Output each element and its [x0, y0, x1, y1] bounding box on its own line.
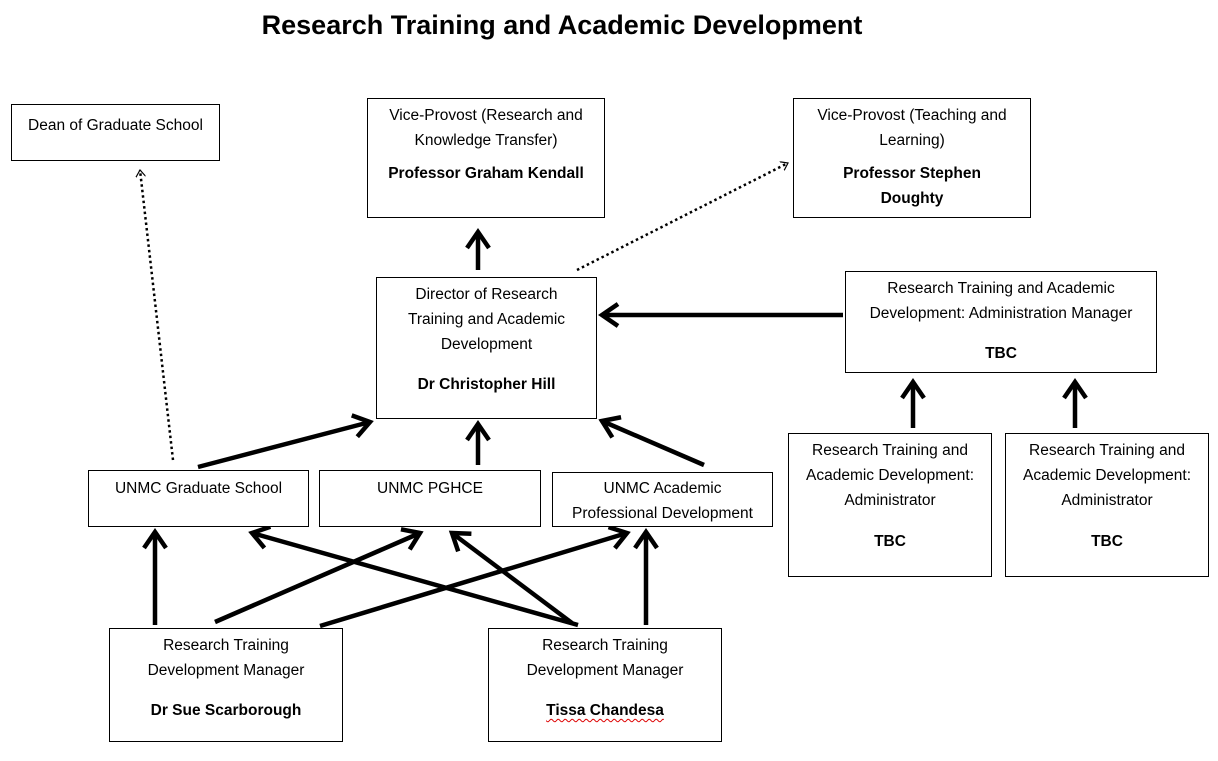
- box-director: Director of Research Training and Academ…: [376, 277, 597, 419]
- dotted-arrow-director-to-vp-teaching: [576, 163, 788, 272]
- box-vice-provost-teaching: Vice-Provost (Teaching and Learning) Pro…: [793, 98, 1031, 218]
- role-label: Research Training Development Manager: [147, 637, 305, 679]
- box-unmc-pghce: UNMC PGHCE: [319, 470, 541, 527]
- person-name: Professor Graham Kendall: [388, 165, 584, 182]
- role-label: UNMC Graduate School: [114, 480, 283, 497]
- person-name: Dr Christopher Hill: [417, 376, 556, 393]
- role-label: Dean of Graduate School: [28, 117, 203, 134]
- person-name: Dr Sue Scarborough: [150, 702, 302, 719]
- role-label: Research Training and Academic Developme…: [1023, 442, 1191, 509]
- role-label: Research Training and Academic Developme…: [869, 280, 1133, 322]
- dotted-arrow-graduate-school-to-dean: [140, 170, 175, 461]
- box-administration-manager: Research Training and Academic Developme…: [845, 271, 1157, 373]
- person-name: Professor Stephen Doughty: [843, 165, 981, 207]
- role-label: Research Training Development Manager: [526, 637, 684, 679]
- person-name: TBC: [985, 345, 1017, 362]
- chart-title: Research Training and Academic Developme…: [261, 10, 863, 40]
- arrow-rtdm2-to-pghce: [448, 530, 574, 625]
- arrow-rtdm1-to-apd: [319, 524, 631, 629]
- person-name: TBC: [874, 533, 906, 550]
- box-vice-provost-research: Vice-Provost (Research and Knowledge Tra…: [367, 98, 605, 218]
- box-dean-graduate-school: Dean of Graduate School: [11, 104, 220, 161]
- person-name: TBC: [1091, 533, 1123, 550]
- box-unmc-academic-professional-development: UNMC Academic Professional Development: [552, 472, 773, 527]
- arrow-graduate-school-to-director: [197, 413, 374, 470]
- person-name: Tissa Chandesa: [546, 702, 664, 719]
- role-label: Vice-Provost (Teaching and Learning): [817, 107, 1007, 149]
- box-rtdm-scarborough: Research Training Development Manager Dr…: [109, 628, 343, 742]
- arrow-rtdm2-to-graduate-school: [248, 524, 579, 628]
- box-unmc-graduate-school: UNMC Graduate School: [88, 470, 309, 527]
- role-label: UNMC PGHCE: [377, 480, 483, 497]
- role-label: Research Training and Academic Developme…: [806, 442, 974, 509]
- role-label: Vice-Provost (Research and Knowledge Tra…: [389, 107, 583, 149]
- box-administrator-1: Research Training and Academic Developme…: [788, 433, 992, 577]
- box-administrator-2: Research Training and Academic Developme…: [1005, 433, 1209, 577]
- arrow-rtdm1-to-pghce: [214, 527, 424, 625]
- arrow-apd-to-director: [598, 415, 705, 468]
- role-label: UNMC Academic Professional Development: [572, 480, 753, 522]
- role-label: Director of Research Training and Academ…: [407, 286, 566, 353]
- box-rtdm-chandesa: Research Training Development Manager Ti…: [488, 628, 722, 742]
